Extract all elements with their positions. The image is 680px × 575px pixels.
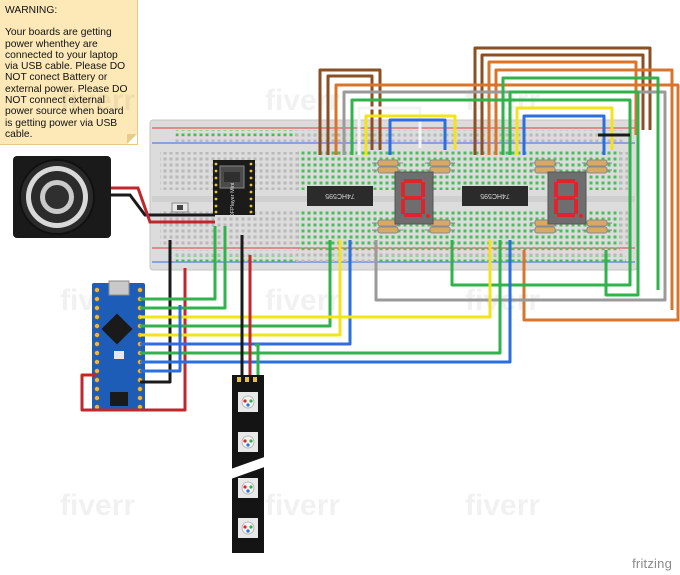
chip-body (462, 186, 528, 206)
speaker-wire-black (111, 193, 215, 217)
led-strip (228, 375, 270, 553)
chip-label: 74HC595 (325, 192, 355, 199)
seven-segment-display-1 (394, 171, 434, 225)
wire-green (350, 98, 632, 287)
strip-break (228, 455, 270, 480)
led-pixel (238, 392, 258, 412)
wire-blue (140, 305, 182, 373)
wire-green (140, 240, 332, 328)
wire-blue (388, 118, 447, 155)
arduino-wires (80, 226, 512, 412)
wire-green (501, 76, 660, 290)
wire-brown (326, 74, 374, 155)
shift-register-1: 74HC595 (307, 186, 373, 206)
resistor (582, 159, 612, 167)
wire-blue (140, 240, 512, 364)
chip-body (307, 186, 373, 206)
wire-orange (494, 68, 674, 310)
resistor (425, 226, 455, 234)
speaker (13, 156, 111, 238)
wire-green (140, 240, 502, 355)
led-pixel (238, 432, 258, 452)
led-strip-wires (240, 235, 260, 378)
watermark-text: fiverr (265, 284, 340, 317)
fritzing-logo: fritzing (632, 556, 672, 571)
watermark-text: fiverr (265, 489, 340, 522)
wire-orange (487, 60, 638, 155)
resistor (530, 159, 560, 167)
warning-note: WARNING: Your boards are getting power w… (0, 0, 138, 145)
chip-label: 74HC595 (480, 192, 510, 199)
led-pixel (238, 518, 258, 538)
wire-black (140, 240, 172, 384)
resistor (582, 219, 612, 227)
speaker-wire-red (111, 186, 215, 224)
wire-white (357, 106, 422, 155)
watermark-text: fiverr (60, 84, 135, 117)
warning-title: WARNING: (5, 5, 58, 16)
arduino-nano (92, 280, 145, 411)
dfplayer-module: DFPlayer Mini (213, 160, 255, 217)
wire-green (255, 343, 260, 378)
wire-brown (318, 68, 382, 155)
resistor (372, 226, 403, 234)
wire-blue (140, 240, 352, 346)
wire-yellow (364, 114, 457, 155)
resistor (425, 159, 455, 167)
resistors (372, 159, 612, 234)
wire-bundle (318, 46, 680, 322)
seven-segment-display-2 (547, 171, 587, 225)
watermark-text: fiverr (60, 489, 135, 522)
wire-gray (342, 90, 667, 302)
wire-green (508, 90, 640, 297)
resistor (425, 166, 455, 174)
warning-text: Your boards are getting power whenthey a… (5, 27, 128, 140)
wire-green (140, 226, 227, 310)
wire-green (140, 226, 217, 301)
resistor (582, 166, 612, 174)
resistor (582, 226, 612, 234)
resistor (372, 159, 403, 167)
wire-yellow (140, 240, 492, 319)
resistor (372, 166, 403, 174)
shift-register-2: 74HC595 (462, 186, 528, 206)
push-button (171, 202, 189, 213)
wire-orange (334, 83, 680, 322)
note-fold (127, 134, 137, 144)
module-label: DFPlayer Mini (230, 183, 236, 218)
wire-yellow (140, 240, 342, 337)
watermark-text: fiverr (465, 489, 540, 522)
wire-yellow (515, 106, 614, 155)
resistor (530, 226, 560, 234)
led-pixel (238, 478, 258, 498)
